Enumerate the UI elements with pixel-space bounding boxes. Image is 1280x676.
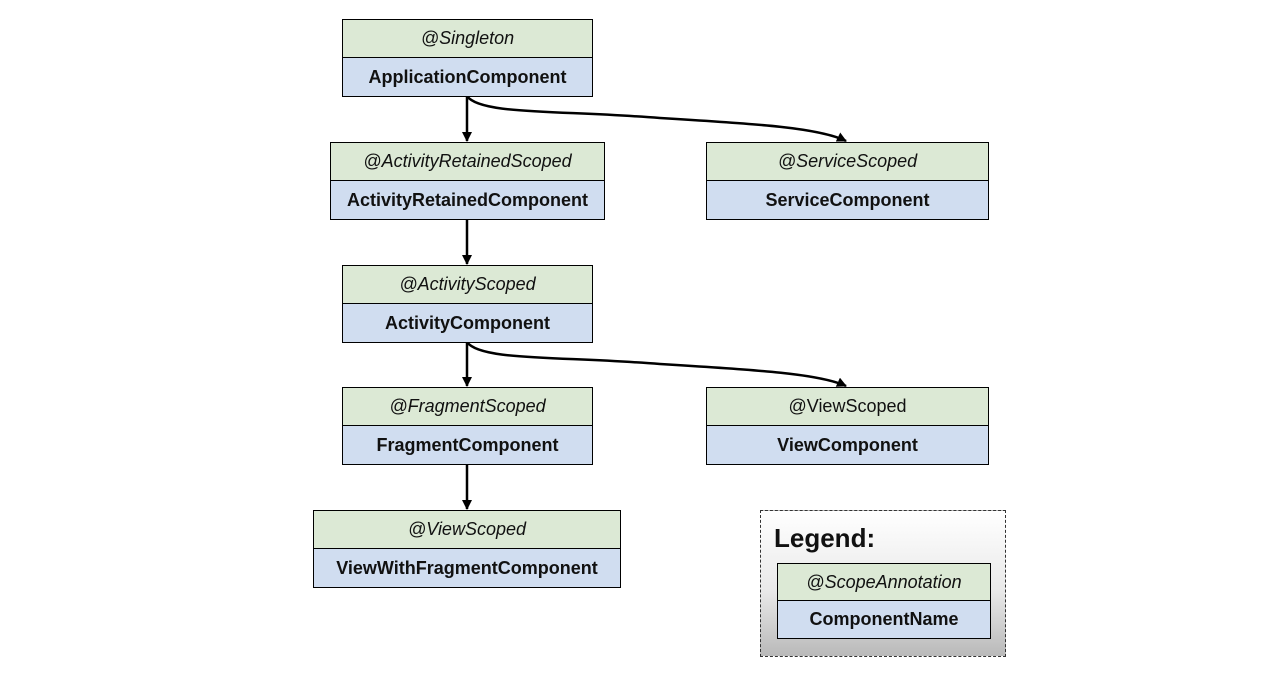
legend-component-name: ComponentName xyxy=(778,601,990,638)
node-fragment-component: @FragmentScoped FragmentComponent xyxy=(342,387,593,465)
edge-activity-to-view xyxy=(465,341,847,388)
legend-sample-node: @ScopeAnnotation ComponentName xyxy=(777,563,991,639)
edge-application-to-service xyxy=(465,95,847,143)
scope-annotation: @FragmentScoped xyxy=(343,388,592,426)
node-activity-retained-component: @ActivityRetainedScoped ActivityRetained… xyxy=(330,142,605,220)
scope-annotation: @Singleton xyxy=(343,20,592,58)
legend-title: Legend: xyxy=(774,523,876,553)
component-name: ActivityRetainedComponent xyxy=(331,181,604,219)
node-application-component: @Singleton ApplicationComponent xyxy=(342,19,593,97)
component-name: ViewComponent xyxy=(707,426,988,464)
scope-annotation: @ViewScoped xyxy=(314,511,620,549)
scope-annotation: @ActivityRetainedScoped xyxy=(331,143,604,181)
legend: Legend: @ScopeAnnotation ComponentName xyxy=(760,510,1006,657)
component-name: ApplicationComponent xyxy=(343,58,592,96)
component-name: ActivityComponent xyxy=(343,304,592,342)
scope-annotation: @ServiceScoped xyxy=(707,143,988,181)
node-view-component: @ViewScoped ViewComponent xyxy=(706,387,989,465)
legend-scope-annotation: @ScopeAnnotation xyxy=(778,564,990,601)
scope-annotation: @ActivityScoped xyxy=(343,266,592,304)
node-activity-component: @ActivityScoped ActivityComponent xyxy=(342,265,593,343)
component-name: ServiceComponent xyxy=(707,181,988,219)
component-name: FragmentComponent xyxy=(343,426,592,464)
scope-annotation: @ViewScoped xyxy=(707,388,988,426)
node-view-with-fragment-component: @ViewScoped ViewWithFragmentComponent xyxy=(313,510,621,588)
node-service-component: @ServiceScoped ServiceComponent xyxy=(706,142,989,220)
component-name: ViewWithFragmentComponent xyxy=(314,549,620,587)
